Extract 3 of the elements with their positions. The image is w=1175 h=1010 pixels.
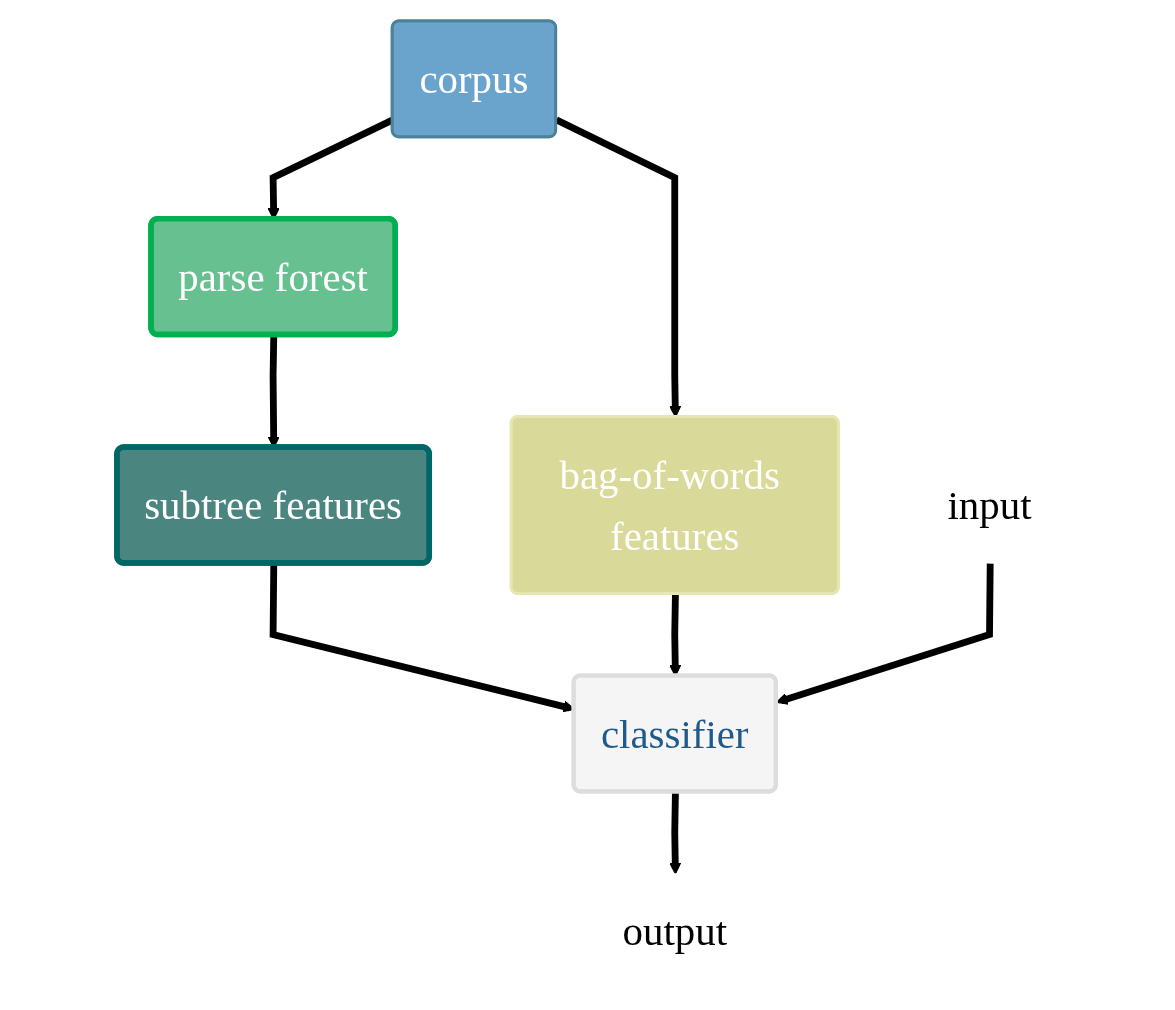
node-text: input [947,482,1032,528]
arrow [668,792,681,875]
node-text: output [622,908,727,954]
